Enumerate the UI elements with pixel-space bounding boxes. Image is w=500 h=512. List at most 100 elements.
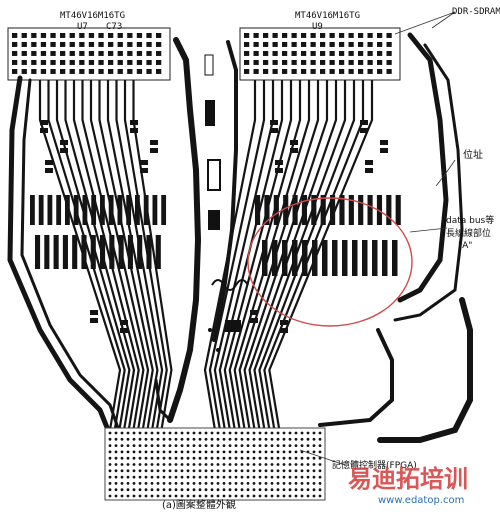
- pcb-pad: [342, 240, 348, 276]
- chip-pin: [98, 69, 104, 74]
- bga-ball: [198, 488, 202, 492]
- bga-ball: [186, 475, 190, 479]
- bga-ball: [300, 475, 304, 479]
- bga-ball: [264, 437, 268, 441]
- pcb-pad: [44, 235, 50, 269]
- pcb-pad: [90, 235, 96, 269]
- component-pad: [380, 140, 388, 145]
- chip-pin: [69, 69, 75, 74]
- bga-ball: [288, 431, 292, 435]
- pcb-pad: [292, 195, 298, 225]
- bga-ball: [120, 450, 124, 454]
- chip-pin: [50, 69, 56, 74]
- bga-ball: [174, 437, 178, 441]
- bga-ball: [252, 431, 256, 435]
- bga-ball: [318, 475, 322, 479]
- c73-ref-label: C73: [106, 22, 122, 32]
- bga-ball: [126, 469, 130, 473]
- bga-ball: [156, 482, 160, 485]
- chip-pin: [108, 69, 114, 74]
- pcb-pad: [35, 235, 41, 269]
- pcb-pad: [143, 195, 149, 225]
- bga-ball: [282, 463, 286, 466]
- chip-pin: [50, 60, 56, 65]
- bga-ball: [306, 494, 310, 498]
- bga-ball: [234, 482, 238, 485]
- chip-pin: [310, 60, 316, 65]
- chip-pin: [386, 60, 392, 65]
- bga-ball: [126, 494, 130, 498]
- bga-ball: [270, 482, 274, 485]
- bga-ball: [306, 456, 310, 460]
- bga-ball: [270, 475, 274, 479]
- chip-pin: [339, 69, 345, 74]
- bga-ball: [282, 494, 286, 498]
- chip-pin: [156, 51, 162, 56]
- pcb-pad: [262, 240, 268, 276]
- chip-pin: [339, 42, 345, 47]
- chip-pin: [117, 60, 123, 65]
- bga-ball: [156, 475, 160, 479]
- bga-ball: [312, 450, 316, 454]
- bga-ball: [168, 444, 172, 447]
- pcb-pad: [376, 195, 383, 225]
- bga-ball: [282, 444, 286, 447]
- pcb-trace: [268, 80, 374, 431]
- fpga-label: 記憶體控制器(FPGA): [332, 459, 417, 471]
- chip-pin: [79, 33, 85, 38]
- pcb-pad: [108, 195, 114, 225]
- component-pad: [270, 128, 278, 133]
- chip-pin: [386, 42, 392, 47]
- bga-ball: [306, 488, 310, 492]
- bga-ball: [294, 444, 298, 447]
- pcb-trace: [233, 80, 311, 431]
- pcb-pad: [348, 195, 354, 225]
- bga-ball: [138, 469, 142, 473]
- chip-pin: [377, 42, 383, 47]
- bga-ball: [204, 475, 208, 479]
- bga-ball: [198, 431, 202, 435]
- bga-ball: [204, 482, 208, 485]
- bga-ball: [252, 469, 256, 473]
- data-bus-label-line3: "A": [458, 241, 472, 251]
- pcb-pad: [73, 195, 79, 225]
- bga-ball: [240, 475, 244, 479]
- bga-ball: [300, 437, 304, 441]
- bga-ball: [300, 488, 304, 492]
- bga-ball: [294, 431, 298, 435]
- chip-pin: [127, 51, 133, 56]
- leader-lines: [299, 11, 456, 466]
- component-pad: [130, 120, 138, 125]
- bga-ball: [222, 488, 226, 492]
- bga-ball: [114, 444, 118, 447]
- chip-pin: [60, 51, 66, 56]
- bga-ball: [282, 437, 286, 441]
- bga-ball: [156, 450, 160, 454]
- bga-ball: [204, 450, 208, 454]
- pcb-pad: [161, 195, 167, 225]
- pcb-pad: [358, 195, 364, 225]
- bga-ball: [198, 450, 202, 454]
- bga-ball: [144, 475, 148, 479]
- pcb-pad: [320, 195, 326, 225]
- bga-ball: [294, 475, 298, 479]
- component-pad: [120, 328, 128, 333]
- bga-ball: [270, 469, 274, 473]
- pcb-pad: [81, 235, 87, 269]
- bga-ball: [126, 450, 130, 454]
- bga-ball: [198, 456, 202, 460]
- component-pad: [60, 140, 68, 145]
- bga-ball: [192, 494, 196, 498]
- bga-ball: [162, 450, 166, 454]
- chip-pin: [282, 60, 288, 65]
- chip-pin: [88, 60, 95, 65]
- bga-ball: [132, 469, 136, 473]
- bga-ball: [228, 475, 232, 479]
- chip-pin: [377, 69, 383, 74]
- component-pad: [150, 140, 158, 145]
- pcb-pad: [137, 235, 143, 269]
- chip-pin: [367, 51, 373, 56]
- chip-pin: [88, 42, 95, 47]
- data-bus-highlight-ellipse: [247, 197, 413, 327]
